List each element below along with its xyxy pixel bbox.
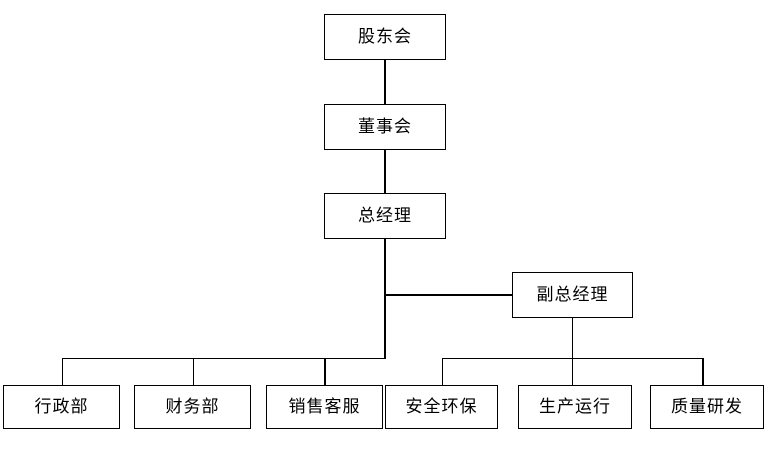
connector-general-manager-spine — [384, 239, 386, 359]
node-finance-department[interactable]: 财务部 — [134, 385, 251, 429]
node-sales-customer-service[interactable]: 销售客服 — [266, 385, 383, 429]
node-label-quality-rd: 质量研发 — [671, 396, 743, 417]
connector-drop-safety-environment — [441, 357, 444, 386]
connector-drop-quality-rd — [702, 357, 704, 386]
node-label-production-operations: 生产运行 — [539, 396, 611, 417]
node-label-safety-environment: 安全环保 — [405, 396, 478, 417]
node-quality-rd[interactable]: 质量研发 — [650, 385, 764, 429]
node-label-board-of-directors: 董事会 — [358, 116, 412, 137]
connector-board-to-general-manager — [384, 150, 386, 193]
node-label-deputy-general-manager: 副总经理 — [536, 284, 609, 305]
node-label-sales-customer-service: 销售客服 — [288, 396, 361, 417]
node-label-administration-department: 行政部 — [34, 396, 89, 417]
node-general-manager[interactable]: 总经理 — [324, 193, 446, 239]
connector-drop-administration — [61, 357, 64, 386]
connector-shareholders-to-board — [384, 60, 386, 104]
node-deputy-general-manager[interactable]: 副总经理 — [512, 272, 633, 318]
node-production-operations[interactable]: 生产运行 — [518, 385, 632, 429]
node-administration-department[interactable]: 行政部 — [3, 385, 120, 429]
connector-drop-finance — [192, 357, 195, 386]
node-label-shareholders: 股东会 — [358, 26, 412, 47]
node-shareholders[interactable]: 股东会 — [324, 14, 446, 60]
connector-drop-production — [571, 357, 574, 386]
node-label-finance-department: 财务部 — [165, 396, 220, 417]
node-safety-environment[interactable]: 安全环保 — [385, 385, 498, 429]
node-label-general-manager: 总经理 — [358, 205, 412, 226]
connector-deputy-gm-spine — [571, 318, 574, 359]
connector-drop-sales-service — [324, 357, 326, 386]
node-board-of-directors[interactable]: 董事会 — [324, 104, 446, 150]
distribution-bar-left — [61, 357, 386, 360]
connector-general-manager-to-deputy-gm — [384, 294, 513, 296]
